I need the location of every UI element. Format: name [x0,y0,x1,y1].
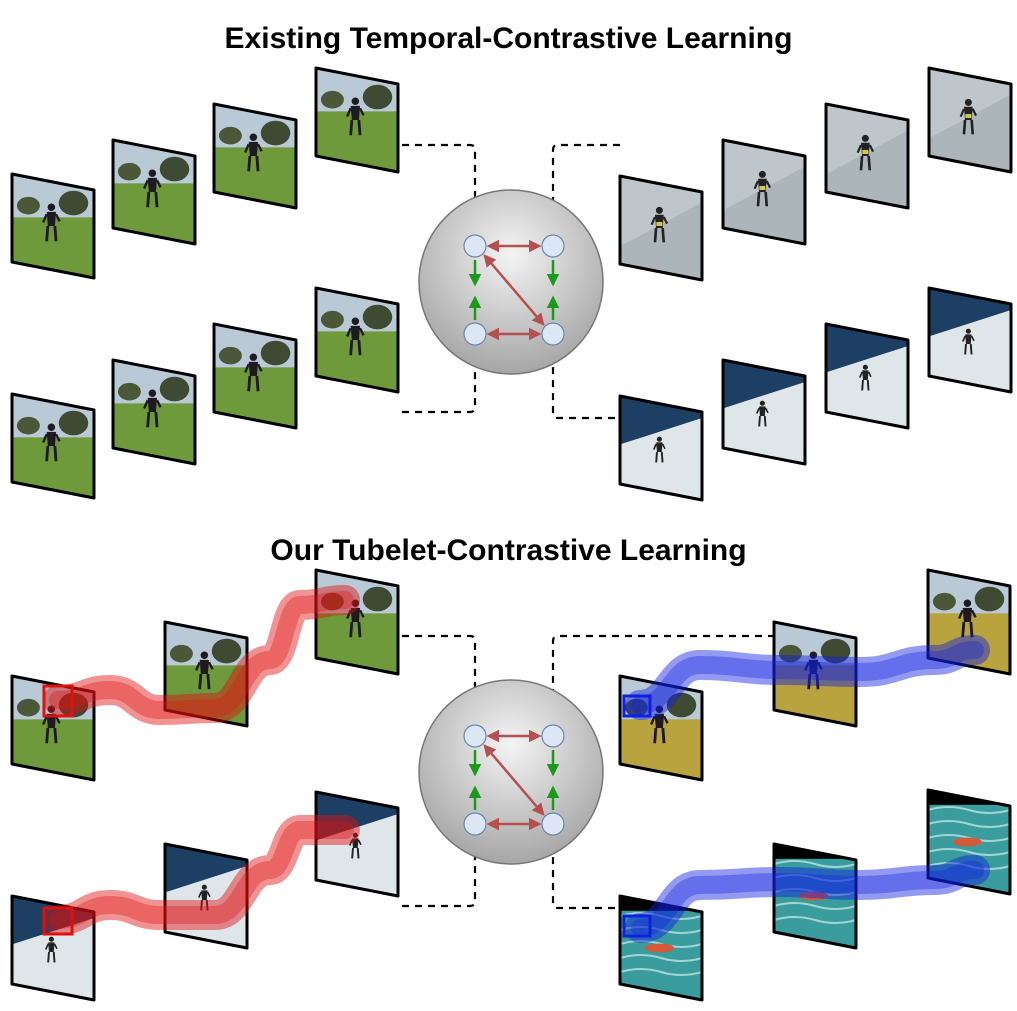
dash-bottom-left-upper [402,634,481,726]
frame-border [721,358,807,466]
frame-border [111,358,197,466]
dash-top-left-lower [402,344,481,414]
tubelet-box [42,684,74,718]
frame-border [772,842,858,950]
top-ski-frame-b-0 [618,394,704,502]
top-ski-frame-b-1 [721,358,807,466]
top-contrastive-hub [418,189,604,375]
hub-circle [418,189,604,375]
frame-border [618,674,704,782]
frame-border [163,620,249,728]
frame-border [618,894,704,1002]
bottom-swim-frame-0 [618,894,704,1002]
frame-border [927,66,1013,174]
frame-border [314,790,400,898]
dashed-connectors [402,143,775,910]
bottom-golf-yellow-frame-0 [618,674,704,782]
negative-arrow [483,254,545,326]
top-golf-frame-a-2 [212,102,298,210]
frame-border [111,138,197,246]
blue-tubelet-swim [622,855,990,943]
embedding-node [463,812,487,836]
top-golf-frame-a-1 [111,138,197,246]
bottom-ski-frame-b-1 [163,842,249,950]
red-tubelet-golf [42,585,360,726]
embedding-node [541,724,565,748]
frame-border [772,620,858,728]
top-golf-frame-b-0 [10,392,96,500]
bottom-contrastive-hub [418,679,604,865]
top-golf-frame-b-3 [314,286,400,394]
top-ski-frame-b-2 [824,322,910,430]
video-frames [10,66,1013,1002]
bottom-panel-title: Our Tubelet-Contrastive Learning [270,534,747,567]
frame-border [314,568,400,676]
tubelets [42,585,990,943]
tubelet-box [42,906,74,936]
embedding-node [541,322,565,346]
frame-border [926,788,1012,896]
tubelet-box [622,914,652,938]
hub-circle [418,679,604,865]
bottom-golf-frame-a-0 [10,674,96,782]
frame-border [824,102,910,210]
frame-border [927,286,1013,394]
top-ski-frame-a-3 [927,66,1013,174]
frame-border [212,322,298,430]
frame-border [618,174,704,282]
top-golf-frame-a-0 [10,172,96,280]
embedding-node [541,812,565,836]
frame-border [10,172,96,280]
dash-bottom-right-upper [547,634,775,726]
top-ski-frame-a-1 [721,138,807,246]
bottom-ski-frame-b-2 [314,790,400,898]
top-golf-frame-a-3 [314,66,400,174]
bottom-swim-frame-2 [926,788,1012,896]
frame-border [212,102,298,210]
frame-border [721,138,807,246]
frame-border [926,568,1012,676]
bottom-golf-frame-a-2 [314,568,400,676]
red-tubelet-ski [42,815,360,936]
tubelet-box [622,694,652,718]
contrastive-hubs [418,189,604,865]
dash-bottom-right-lower [547,834,615,910]
blue-tubelet-golf [622,635,990,720]
bottom-golf-frame-a-1 [163,620,249,728]
bottom-golf-yellow-frame-2 [926,568,1012,676]
dash-top-right-lower [547,344,615,420]
bottom-swim-frame-1 [772,842,858,950]
top-ski-frame-a-0 [618,174,704,282]
top-golf-frame-b-2 [212,322,298,430]
dash-top-right-upper [547,143,620,236]
negative-arrow [483,744,545,816]
bottom-ski-frame-b-0 [10,894,96,1002]
top-ski-frame-b-3 [927,286,1013,394]
embedding-node [463,322,487,346]
frame-border [314,286,400,394]
frame-border [618,394,704,502]
frame-border [10,392,96,500]
embedding-node [541,234,565,258]
dash-top-left-upper [402,143,481,236]
top-ski-frame-a-2 [824,102,910,210]
dash-bottom-left-lower [402,834,481,908]
top-panel-title: Existing Temporal-Contrastive Learning [224,22,793,55]
frame-border [163,842,249,950]
embedding-node [463,234,487,258]
embedding-node [463,724,487,748]
frame-border [824,322,910,430]
bottom-golf-yellow-frame-1 [772,620,858,728]
frame-border [314,66,400,174]
top-golf-frame-b-1 [111,358,197,466]
